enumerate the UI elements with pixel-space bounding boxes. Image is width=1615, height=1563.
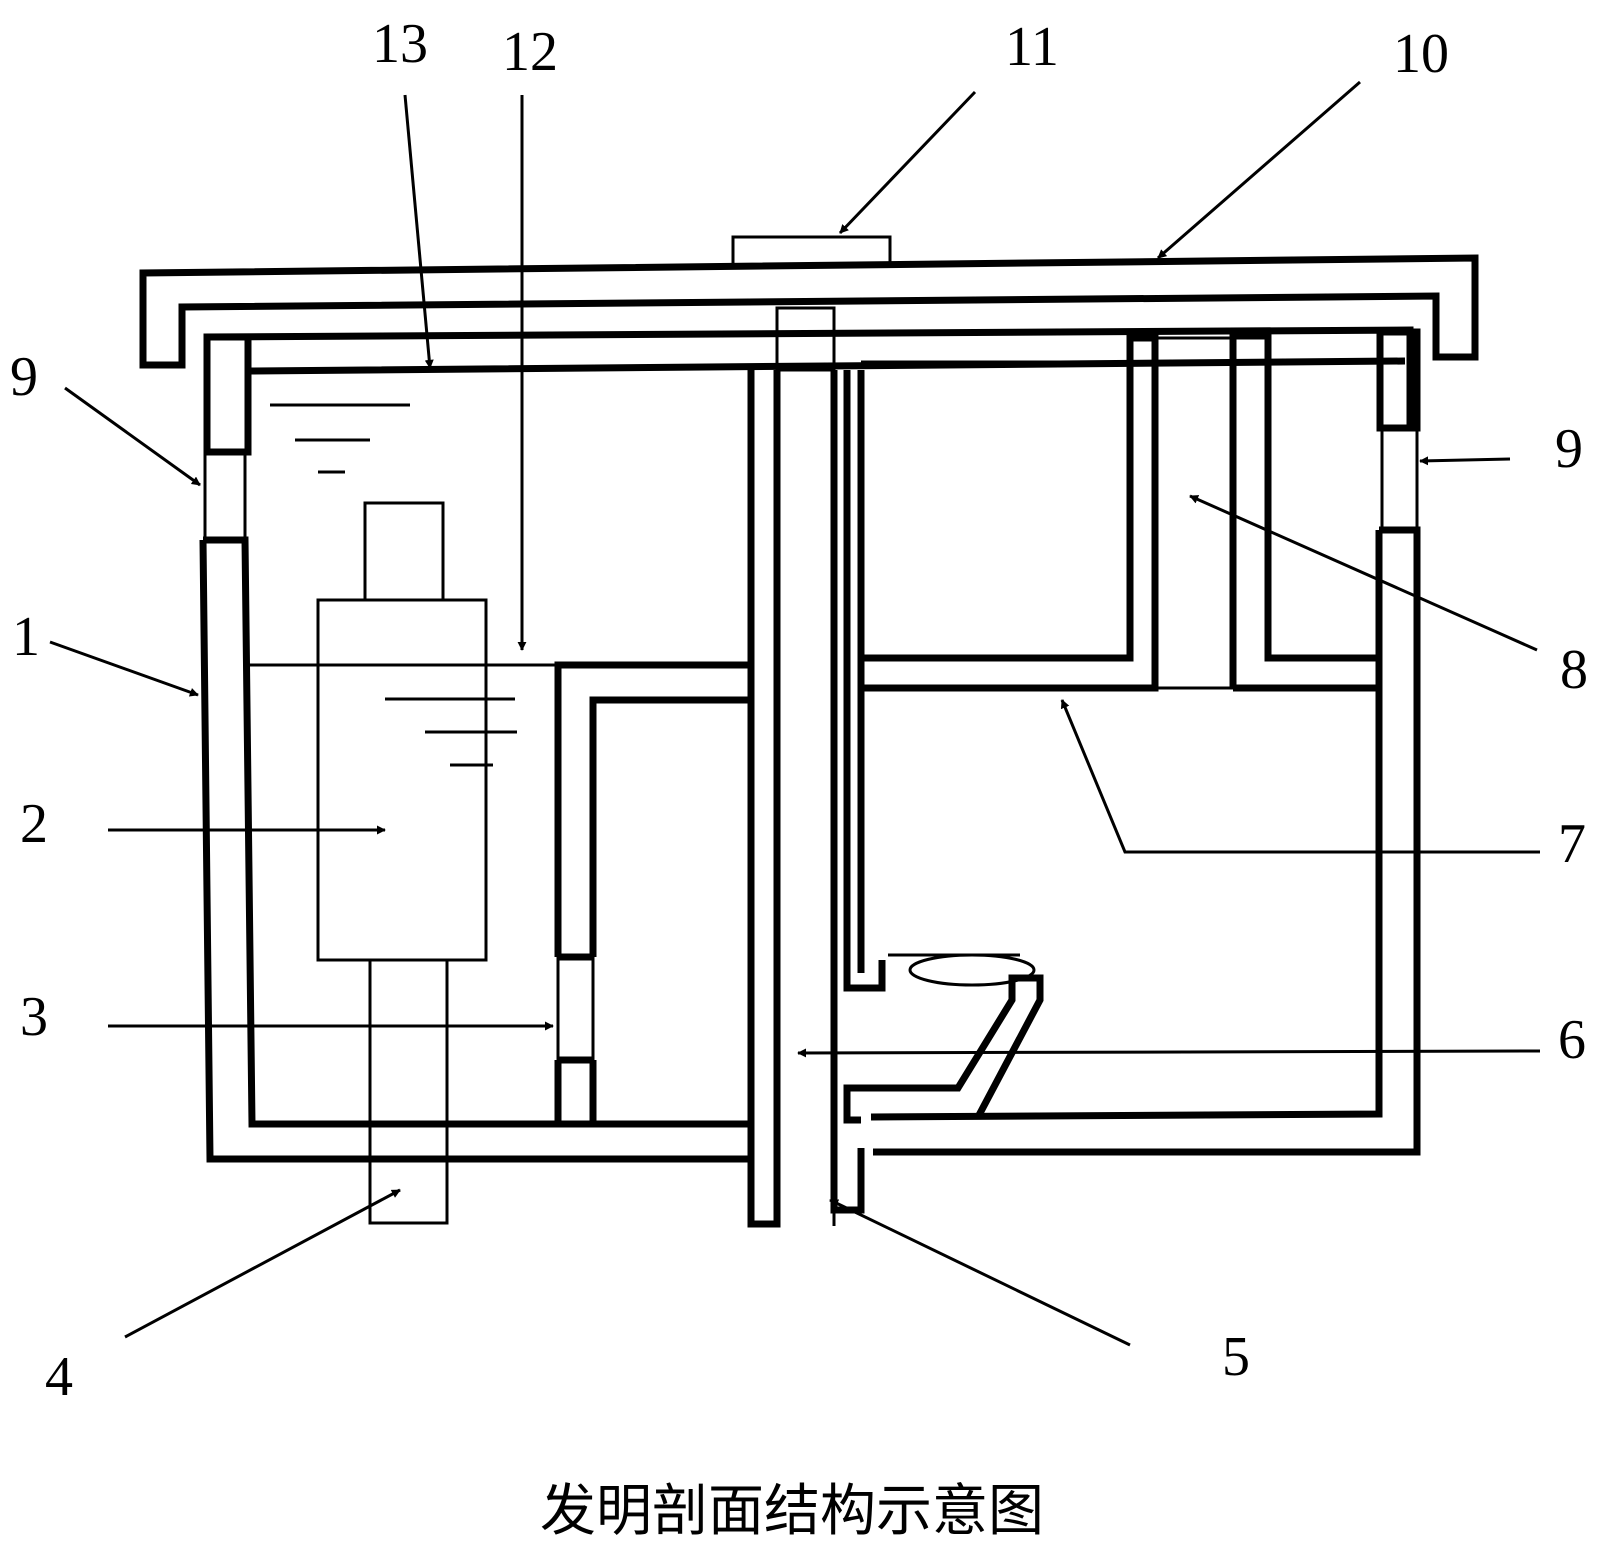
- label-13: 13: [372, 13, 428, 75]
- leader-lines: [49, 80, 1541, 1347]
- label-9-left: 9: [10, 346, 38, 408]
- leader-11: [838, 90, 977, 235]
- label-2: 2: [20, 793, 48, 855]
- left-outer-wall: [199, 333, 751, 1163]
- right-vent: [1380, 426, 1419, 532]
- label-5: 5: [1222, 1326, 1250, 1388]
- label-1: 1: [12, 606, 40, 668]
- side-branch: [843, 370, 1044, 1124]
- label-7: 7: [1558, 813, 1586, 875]
- right-partition: [861, 332, 1380, 692]
- leader-5: [829, 1198, 1131, 1347]
- leader-4: [124, 1188, 401, 1339]
- label-4: 4: [45, 1346, 73, 1408]
- label-11: 11: [1005, 16, 1059, 78]
- valve-port: [556, 955, 595, 1062]
- right-outer-wall: [870, 328, 1421, 1156]
- part-labels: 1 2 3 4 5 6 7 8 9 9 10 11 12 13: [10, 13, 1588, 1408]
- label-9-right: 9: [1555, 418, 1583, 480]
- left-vent: [203, 450, 247, 542]
- channel-8: [1153, 336, 1235, 690]
- water-level-filter: [385, 697, 517, 767]
- leader-8: [1189, 494, 1538, 652]
- label-10: 10: [1393, 23, 1449, 85]
- label-12: 12: [502, 21, 558, 83]
- leader-13: [403, 94, 434, 369]
- leader-1: [49, 640, 199, 697]
- leader-7: [1060, 699, 1540, 854]
- filter-element: [316, 501, 488, 1225]
- lid-knob: [731, 235, 892, 264]
- label-8: 8: [1560, 639, 1588, 701]
- leader-6: [797, 1048, 1541, 1058]
- lid: [139, 254, 1479, 369]
- leader-9-left: [64, 386, 201, 487]
- leader-9-right: [1419, 456, 1511, 466]
- water-level-top: [270, 403, 410, 474]
- floating-cap: [908, 953, 1036, 987]
- figure-caption: 发明剖面结构示意图: [540, 1479, 1044, 1544]
- label-6: 6: [1558, 1009, 1586, 1071]
- left-partition: [248, 661, 751, 1124]
- leader-10: [1157, 80, 1361, 260]
- label-3: 3: [20, 986, 48, 1048]
